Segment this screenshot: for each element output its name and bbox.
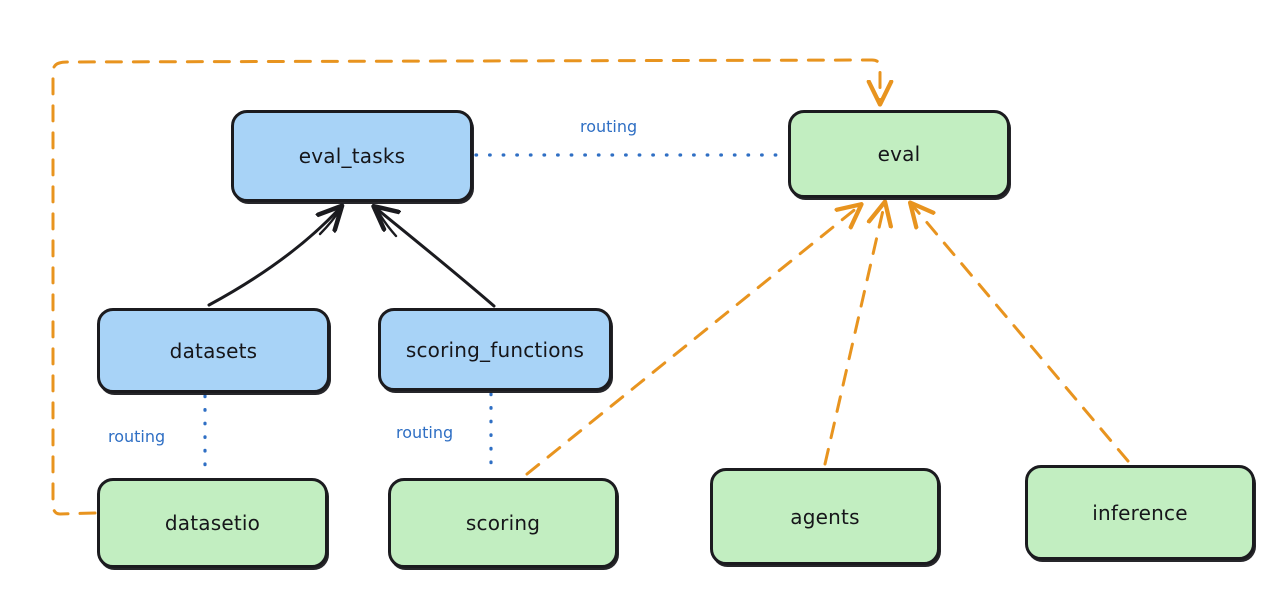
- edge-datasets-to-eval-tasks: [207, 208, 341, 307]
- edge-label-routing-scoring-functions-scoring: routing: [396, 423, 454, 442]
- edge-scoring-functions-to-eval-tasks: [376, 208, 496, 308]
- node-agents[interactable]: agents: [710, 468, 940, 565]
- edge-agents-to-eval-dependency: [823, 206, 884, 466]
- node-agents-label: agents: [790, 504, 860, 529]
- node-datasets-label: datasets: [169, 338, 258, 363]
- node-scoring-functions[interactable]: scoring_functions: [378, 308, 612, 391]
- node-datasetio[interactable]: datasetio: [97, 478, 328, 568]
- node-scoring-functions-label: scoring_functions: [405, 337, 585, 362]
- node-scoring[interactable]: scoring: [388, 478, 618, 568]
- node-eval-label: eval: [877, 142, 921, 166]
- edge-label-routing-datasets-datasetio: routing: [108, 427, 166, 446]
- node-eval-tasks-label: eval_tasks: [298, 144, 406, 168]
- edge-inference-to-eval-dependency: [913, 206, 1130, 463]
- node-inference[interactable]: inference: [1025, 465, 1255, 560]
- node-datasets[interactable]: datasets: [97, 308, 330, 393]
- node-eval[interactable]: eval: [788, 110, 1010, 198]
- node-scoring-label: scoring: [465, 511, 541, 535]
- node-eval-tasks[interactable]: eval_tasks: [231, 110, 473, 202]
- edge-label-routing-eval-tasks-eval: routing: [580, 117, 638, 136]
- node-datasetio-label: datasetio: [164, 511, 261, 535]
- node-inference-label: inference: [1092, 500, 1188, 525]
